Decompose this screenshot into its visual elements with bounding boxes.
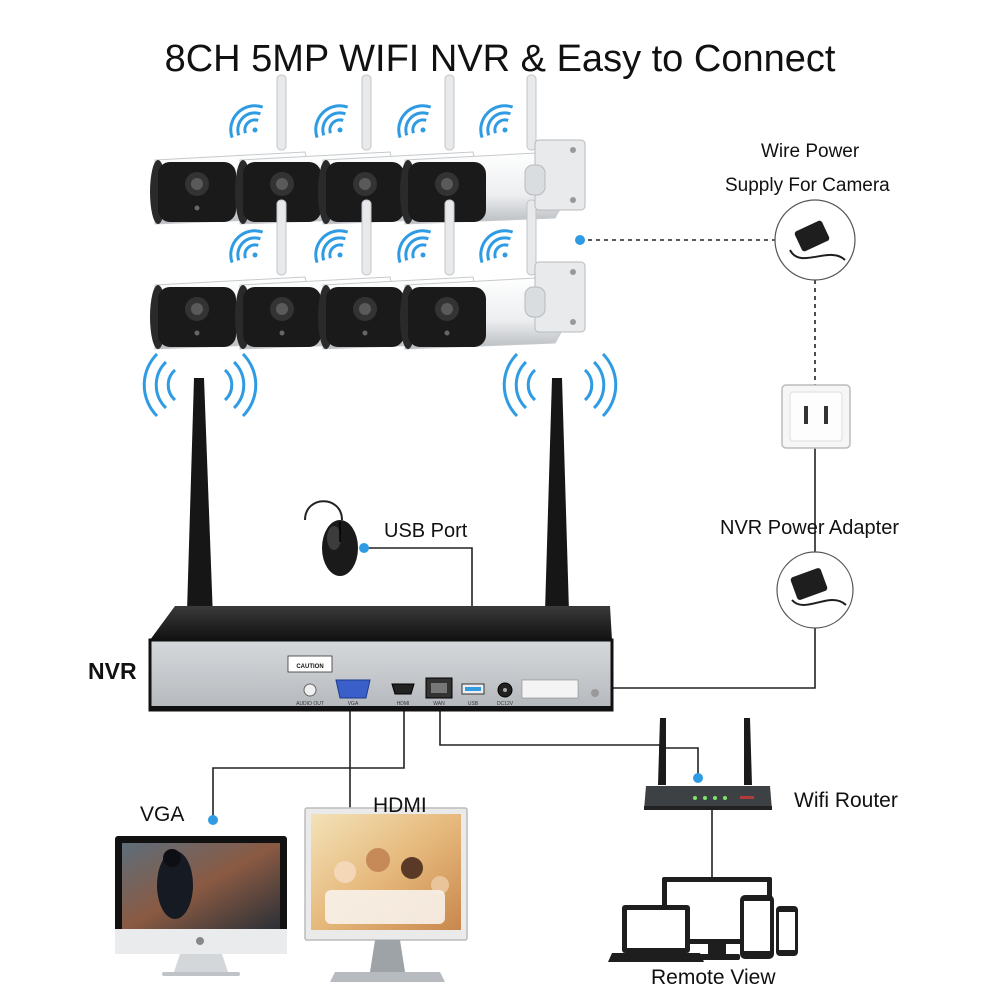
monitor-icon — [115, 836, 287, 976]
camera-mount-bracket — [524, 261, 586, 333]
dc-port-label: DC12V — [497, 701, 514, 707]
nvr-label: NVR — [88, 658, 137, 684]
tablet-icon — [740, 895, 774, 959]
connection-lines — [212, 239, 816, 880]
nvr-power-adapter-label: NVR Power Adapter — [720, 517, 899, 539]
hdmi-port — [391, 683, 415, 695]
caution-label: CAUTION — [296, 664, 323, 670]
router-icon — [644, 718, 772, 810]
hdmi-label: HDMI — [373, 794, 427, 817]
power-adapter-icon — [776, 551, 854, 629]
wall-socket-icon — [781, 384, 851, 449]
vga-label: VGA — [140, 803, 185, 826]
connector-dot — [693, 773, 703, 783]
wifi-signal-icon — [502, 352, 618, 418]
connector-dot — [575, 235, 585, 245]
usb-port-label: USB Port — [384, 520, 468, 542]
camera-mount-bracket — [524, 139, 586, 211]
power-adapter-icon — [774, 199, 856, 281]
antenna-right — [544, 378, 570, 645]
wire-power-label-line2: Supply For Camera — [725, 175, 890, 196]
camera-array — [150, 74, 586, 350]
laptop-icon — [608, 905, 704, 962]
wifi-signal-icon — [479, 229, 514, 264]
wifi-signal-icon — [314, 104, 349, 139]
audio-out-label: AUDIO OUT — [296, 701, 324, 707]
connector-dot — [359, 543, 369, 553]
info-sticker — [521, 679, 579, 699]
remote-view-devices — [608, 877, 798, 962]
adapter-to-nvr-line — [518, 622, 816, 689]
nvr-device: CAUTION AUDIO OUT VGA HDMI WAN USB DC12V — [148, 378, 614, 712]
mouse-icon — [304, 500, 358, 576]
wifi-signal-icon — [314, 229, 349, 264]
antenna-left — [186, 378, 214, 645]
usb-nvr-port-label: USB — [468, 701, 479, 707]
wan-port-label: WAN — [433, 701, 445, 707]
audio-out-port — [303, 683, 317, 697]
wire-power-label-line1: Wire Power — [761, 141, 860, 162]
remote-view-label: Remote View — [651, 966, 776, 989]
vga-monitor-line — [212, 710, 405, 820]
wifi-router-label: Wifi Router — [794, 789, 898, 812]
wifi-signal-icon — [397, 229, 432, 264]
wifi-signal-icon — [479, 104, 514, 139]
hdmi-port-label: HDMI — [397, 701, 410, 707]
phone-icon — [776, 906, 798, 956]
vga-port — [335, 679, 371, 699]
vga-port-label: VGA — [348, 701, 359, 707]
wifi-signal-icon — [142, 352, 258, 418]
page-title: 8CH 5MP WIFI NVR & Easy to Connect — [164, 38, 836, 80]
monitor-icon — [304, 807, 468, 982]
wifi-signal-icon — [397, 104, 432, 139]
wifi-signal-icon — [229, 104, 264, 139]
connector-dot — [208, 815, 218, 825]
wifi-signal-icon — [229, 229, 264, 264]
